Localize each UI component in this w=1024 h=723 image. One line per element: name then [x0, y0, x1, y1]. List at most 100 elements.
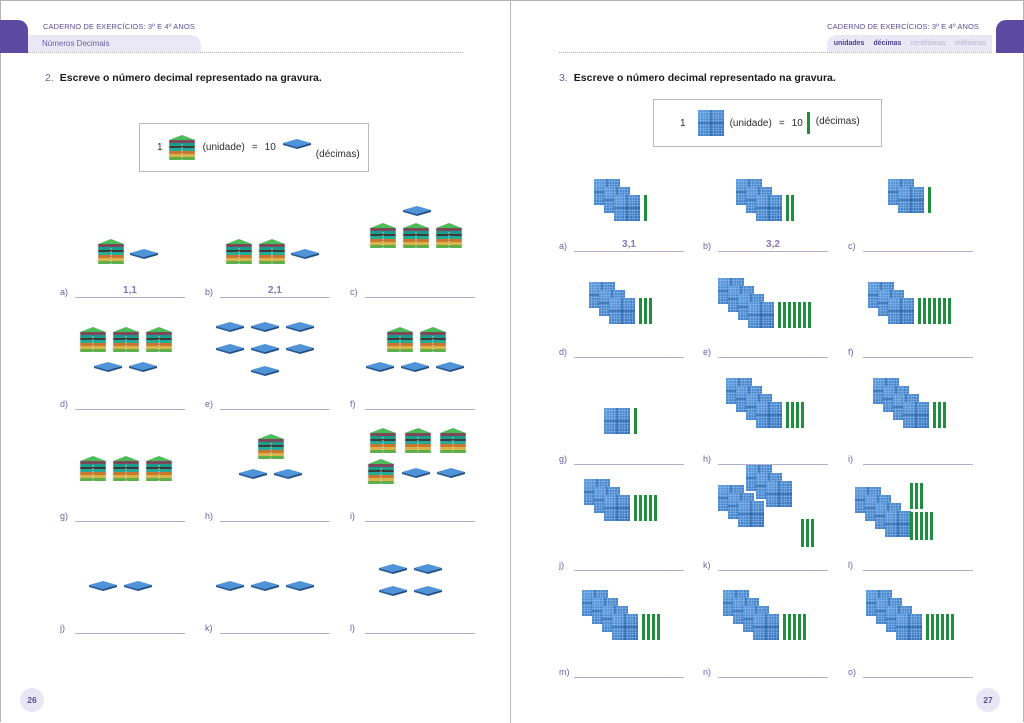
answer-line[interactable] — [863, 570, 973, 571]
green-rod-icon — [656, 614, 660, 640]
stacked-cube-icon — [369, 223, 397, 248]
answer-line[interactable] — [75, 297, 185, 298]
legend-box: 1 (unidade) = 10 (décimas) — [139, 123, 369, 172]
answer-line[interactable] — [574, 251, 684, 252]
exercise-picture — [205, 425, 330, 502]
left-page: CADERNO DE EXERCÍCIOS: 3º E 4º ANOS Núme… — [0, 0, 510, 723]
flat-plate-icon — [273, 469, 302, 479]
answer-line[interactable] — [220, 633, 330, 634]
book-title: CADERNO DE EXERCÍCIOS: 3º E 4º ANOS — [43, 22, 195, 31]
answer-line[interactable] — [220, 297, 330, 298]
green-rod-icon — [928, 298, 931, 324]
green-rod-icon — [783, 302, 786, 328]
green-rod-icon — [811, 519, 814, 547]
flat-plate-icon — [216, 344, 244, 354]
answer-line[interactable] — [75, 521, 185, 522]
green-rod-icon — [910, 512, 913, 540]
green-rod-icon — [646, 614, 650, 640]
answer-line[interactable] — [365, 409, 475, 410]
stacked-cube-icon — [257, 434, 285, 459]
answer-line[interactable] — [863, 251, 973, 252]
exercise-letter: f) — [848, 347, 854, 357]
question-number: 2. — [45, 72, 54, 84]
grid-square-icon — [748, 302, 774, 328]
exercise-item: k) — [703, 465, 828, 571]
header-divider — [28, 52, 463, 53]
answer-field[interactable]: 1,1 — [123, 285, 137, 296]
answer-line[interactable] — [718, 357, 828, 358]
exercise-item: a)3,1 — [559, 175, 684, 252]
stacked-cube-icon — [386, 327, 413, 352]
answer-line[interactable] — [365, 633, 475, 634]
green-rod-icon — [785, 402, 789, 428]
green-rod-icon — [639, 495, 642, 521]
exercise-letter: d) — [559, 347, 568, 357]
answer-line[interactable] — [718, 464, 828, 465]
exercise-picture — [350, 555, 475, 614]
exercise-letter: d) — [60, 399, 69, 409]
flat-plate-icon — [251, 580, 279, 591]
answer-line[interactable] — [365, 297, 475, 298]
place-value-tenths: décimas — [873, 40, 902, 47]
flat-plate-icon — [378, 585, 407, 596]
answer-line[interactable] — [75, 633, 185, 634]
answer-field[interactable]: 2,1 — [268, 285, 282, 296]
green-rod-icon — [783, 614, 786, 640]
exercise-item: n) — [703, 590, 828, 678]
answer-row: o) — [848, 664, 973, 678]
exercise-item: e) — [205, 318, 330, 410]
stacked-cube-icon — [404, 428, 432, 453]
green-rod-icon — [651, 614, 655, 640]
grid-square-icon — [609, 298, 635, 324]
answer-line[interactable] — [75, 409, 185, 410]
exercise-letter: h) — [205, 511, 214, 521]
stacked-cube-icon — [258, 239, 286, 264]
answer-row: h) — [703, 451, 828, 465]
green-rod-icon — [943, 298, 946, 324]
exercise-item: k) — [205, 555, 330, 634]
exercise-letter: f) — [350, 399, 356, 409]
green-rod-icon — [930, 614, 934, 640]
green-rod-icon — [940, 614, 944, 640]
exercise-letter: i) — [350, 511, 355, 521]
green-rod-icon — [920, 512, 923, 540]
exercise-item: i) — [848, 378, 973, 465]
green-rod-icon — [634, 495, 637, 521]
grid-square-icon — [903, 402, 929, 428]
green-rod-icon — [788, 614, 791, 640]
answer-line[interactable] — [220, 409, 330, 410]
answer-row: l) — [848, 557, 973, 571]
green-rod-icon — [803, 302, 806, 328]
question-title: 2.Escreve o número decimal representado … — [45, 72, 322, 84]
legend-count-right: 10 — [264, 142, 276, 153]
answer-line[interactable] — [574, 357, 684, 358]
answer-line[interactable] — [718, 251, 828, 252]
flat-plate-icon — [93, 362, 122, 372]
answer-line[interactable] — [718, 570, 828, 571]
flat-plate-icon — [413, 563, 442, 574]
exercise-letter: j) — [60, 623, 65, 633]
corner-tab — [0, 20, 28, 53]
answer-line[interactable] — [718, 677, 828, 678]
exercise-item: j) — [60, 555, 185, 634]
stacked-cube-icon — [145, 327, 173, 352]
exercise-letter: g) — [60, 511, 69, 521]
answer-line[interactable] — [574, 677, 684, 678]
header-divider — [559, 52, 992, 53]
answer-field[interactable]: 3,2 — [766, 239, 780, 250]
answer-line[interactable] — [220, 521, 330, 522]
answer-line[interactable] — [365, 521, 475, 522]
answer-line[interactable] — [863, 677, 973, 678]
answer-field[interactable]: 3,1 — [622, 239, 636, 250]
flat-plate-icon — [216, 580, 244, 591]
exercise-letter: k) — [703, 560, 711, 570]
answer-line[interactable] — [574, 570, 684, 571]
answer-line[interactable] — [574, 464, 684, 465]
exercise-letter: c) — [848, 241, 856, 251]
exercise-item: b)3,2 — [703, 175, 828, 252]
green-rod-icon — [634, 408, 637, 434]
answer-line[interactable] — [863, 464, 973, 465]
answer-line[interactable] — [863, 357, 973, 358]
green-rod-icon — [798, 302, 801, 328]
answer-row: f) — [350, 396, 475, 410]
